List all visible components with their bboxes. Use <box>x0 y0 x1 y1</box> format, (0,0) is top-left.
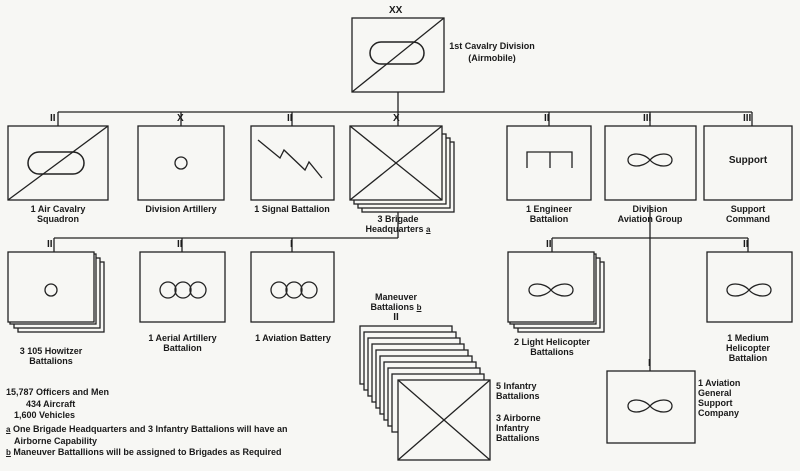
signal-battalion-label: 1 Signal Battalion <box>254 204 330 214</box>
general-support-label: 1 Aviation General Support Company <box>698 378 741 418</box>
aviation-group-box <box>604 125 697 201</box>
echelon-aviation-group: III <box>643 113 652 124</box>
footnote-a: a One Brigade Headquarters and 3 Infantr… <box>6 424 288 434</box>
echelon-medium-helicopter: II <box>743 239 749 250</box>
airborne-battalions-label: 3 Airborne Infantry Battalions <box>496 413 541 443</box>
division-artillery-label: Division Artillery <box>145 204 217 214</box>
medium-helicopter-label: 1 Medium Helicopter Battalion <box>725 333 770 363</box>
aerial-artillery-box <box>139 251 226 323</box>
echelon-air-cavalry: II <box>50 113 56 124</box>
echelon-general-support: I <box>648 358 651 369</box>
infantry-battalions-label: 5 Infantry Battalions <box>496 381 540 401</box>
medium-helicopter-box <box>706 251 793 323</box>
support-command-box <box>703 125 793 201</box>
connector-lines <box>53 92 753 371</box>
air-cavalry-label: 1 Air Cavalry Squadron <box>30 204 86 224</box>
echelon-engineer: II <box>544 113 550 124</box>
echelon-division: XX <box>389 5 403 16</box>
footnotes: a One Brigade Headquarters and 3 Infantr… <box>6 424 288 457</box>
howitzer-label: 3 105 Howitzer Battalions <box>19 346 83 366</box>
totals-vehicles: 1,600 Vehicles <box>14 410 76 420</box>
aviation-battery-box <box>250 251 335 323</box>
division-label: 1st Cavalry Division (Airmobile) <box>449 41 535 63</box>
echelon-signal: II <box>287 113 293 124</box>
echelon-aerial-artillery: II <box>177 239 183 250</box>
totals-officers: 15,787 Officers and Men <box>6 387 110 397</box>
totals-block: 15,787 Officers and Men 434 Aircraft 1,6… <box>6 387 109 422</box>
aerial-artillery-label: 1 Aerial Artillery Battalion <box>148 333 217 353</box>
general-support-box <box>606 370 696 444</box>
brigade-hq-stack <box>349 125 455 213</box>
maneuver-battalions-title: Maneuver Battalions b II <box>370 292 422 323</box>
division-artillery-box <box>137 125 225 201</box>
brigade-hq-label: 3 Brigade Headquarters a <box>365 214 431 234</box>
light-helicopter-label: 2 Light Helicopter Battalions <box>513 337 590 357</box>
support-command-label: Support Command <box>725 204 770 224</box>
light-helicopter-stack <box>507 251 605 333</box>
totals-aircraft: 434 Aircraft <box>26 398 76 409</box>
signal-battalion-box <box>250 125 335 201</box>
echelon-division-artillery: X <box>177 113 184 124</box>
footnote-b: b Maneuver Battallions will be assigned … <box>6 447 282 457</box>
division-hq-box <box>351 17 445 93</box>
echelon-aviation-battery: I <box>290 239 293 250</box>
engineer-label: 1 Engineer Battalion <box>525 204 572 224</box>
howitzer-stack <box>7 251 105 333</box>
aviation-battery-label: 1 Aviation Battery <box>255 333 331 343</box>
engineer-battalion-box <box>506 125 592 201</box>
air-cavalry-box <box>7 125 109 201</box>
echelon-support: III <box>743 113 752 124</box>
maneuver-battalions-stack <box>359 325 491 461</box>
support-box-text: Support <box>728 155 768 166</box>
echelon-howitzer: II <box>47 239 53 250</box>
echelon-brigade: X <box>393 113 400 124</box>
aviation-group-label: Division Aviation Group <box>617 204 683 224</box>
echelon-light-helicopter: II <box>546 239 552 250</box>
